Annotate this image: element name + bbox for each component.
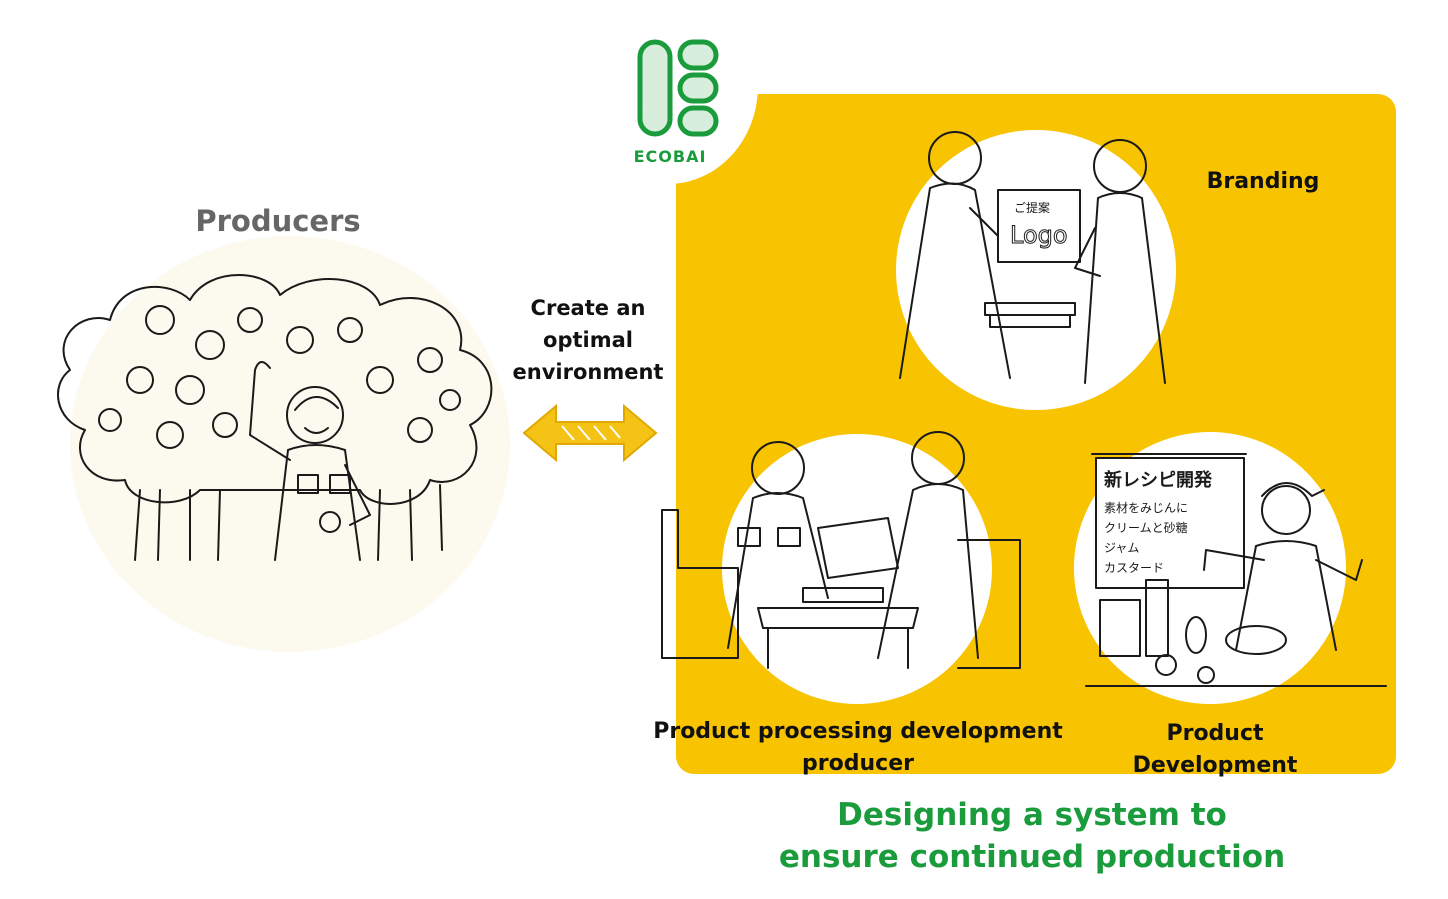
- processing-label-line: producer: [802, 751, 914, 776]
- arrow-caption-line: Create an: [530, 296, 646, 320]
- producer-illustration: [57, 274, 493, 561]
- footer-caption: Designing a system to ensure continued p…: [760, 794, 1304, 878]
- processing-label: Product processing development producer: [608, 716, 1108, 780]
- producers-title: Producers: [195, 204, 361, 238]
- arrow-caption: Create an optimal environment: [500, 292, 676, 388]
- branding-label: Branding: [1206, 169, 1320, 194]
- board-title: 新レシピ開発: [1104, 469, 1213, 491]
- development-label: Product Development: [1110, 718, 1320, 782]
- processing-illustration: [661, 431, 1021, 669]
- arrow-caption-line: optimal: [543, 328, 633, 352]
- logo-text: ECOBAI: [633, 147, 707, 166]
- arrow-caption-line: environment: [512, 360, 664, 384]
- footer-line: ensure continued production: [778, 839, 1286, 875]
- branding-sign-logo: Logo: [1010, 221, 1068, 249]
- board-line: 素材をみじんに: [1104, 501, 1188, 515]
- branding-scene-circle: [896, 130, 1176, 410]
- board-line: ジャム: [1104, 541, 1139, 555]
- branding-sign-text: ご提案: [1014, 200, 1050, 215]
- ecobai-logo-icon: [637, 39, 719, 137]
- double-arrow-icon: [522, 403, 658, 463]
- board-line: カスタード: [1104, 561, 1164, 575]
- development-label-line: Product: [1166, 721, 1264, 746]
- processing-label-line: Product processing development: [653, 719, 1063, 744]
- development-label-line: Development: [1132, 753, 1298, 778]
- producers-background: [70, 236, 510, 652]
- board-line: クリームと砂糖: [1104, 520, 1188, 535]
- footer-line: Designing a system to: [837, 797, 1227, 833]
- branding-illustration: ご提案 Logo: [899, 131, 1166, 384]
- development-illustration: 新レシピ開発 素材をみじんに クリームと砂糖 ジャム カスタード: [1085, 453, 1387, 687]
